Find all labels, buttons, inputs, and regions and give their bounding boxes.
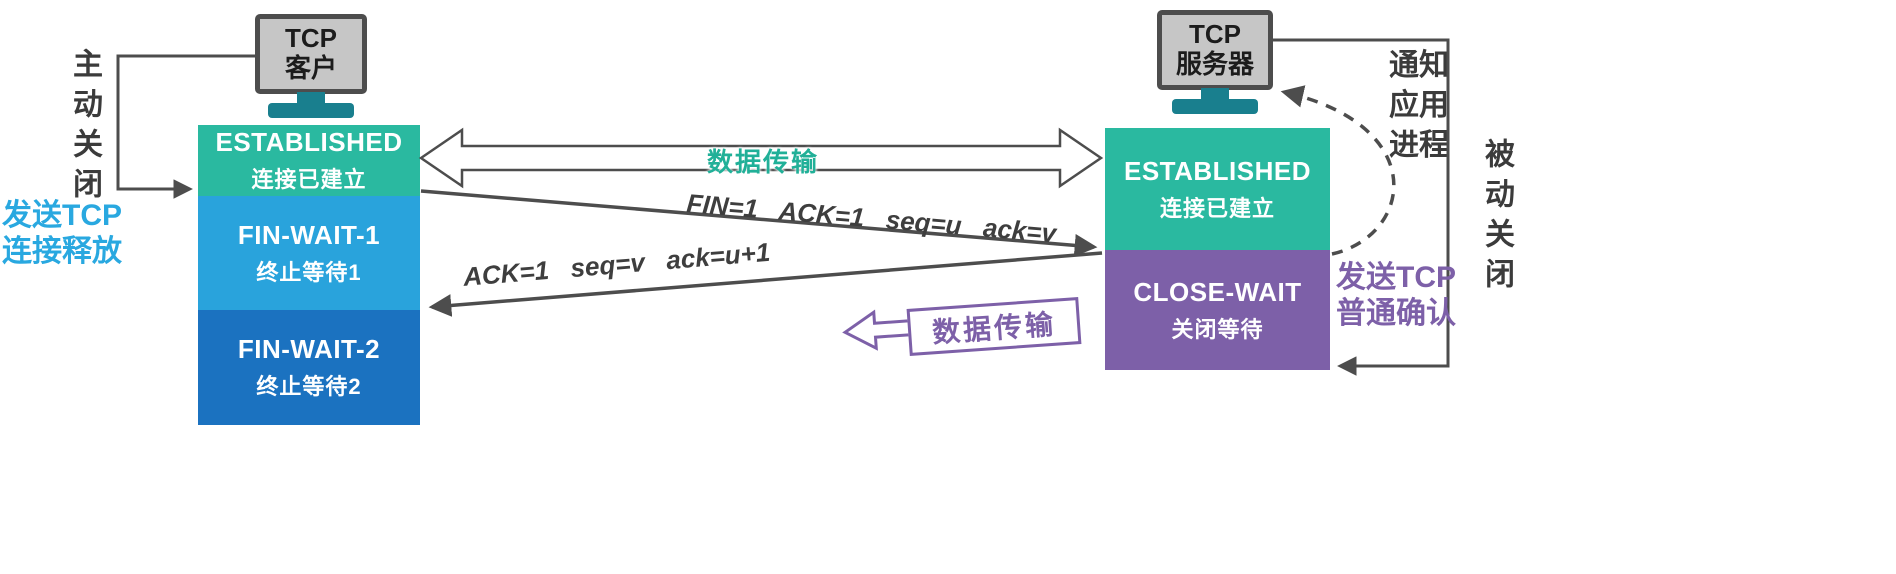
data-transfer-top-label: 数据传输 <box>706 147 819 177</box>
notify-line3: 进程 <box>1389 129 1449 162</box>
tcp-client-computer-icon: TCP 客户 <box>255 14 367 94</box>
server-label-line1: TCP <box>1189 19 1241 50</box>
state-name-en: CLOSE-WAIT <box>1133 276 1302 307</box>
send-ack-line1: 发送TCP <box>1336 261 1456 294</box>
state-name-zh: 连接已建立 <box>251 167 367 192</box>
send-ack-line2: 普通确认 <box>1336 297 1456 330</box>
state-name-en: FIN-WAIT-2 <box>237 334 381 364</box>
notify-line2: 应用 <box>1389 89 1449 122</box>
reverse-data-transfer-label: 数据传输 <box>931 308 1058 348</box>
send-release-line1: 发送TCP <box>2 199 122 232</box>
tcp-server-computer-icon: TCP 服务器 <box>1157 10 1273 90</box>
notify-app-label: 通知 应用 进程 <box>1386 46 1452 166</box>
state-client-fin-wait-2: FIN-WAIT-2 终止等待2 <box>198 310 420 425</box>
server-monitor-stand-icon <box>1201 88 1229 100</box>
send-release-line2: 连接释放 <box>2 235 122 268</box>
active-close-label: 主动关闭 <box>68 48 101 208</box>
state-name-zh: 终止等待1 <box>256 259 362 285</box>
client-label-line1: TCP <box>285 23 337 54</box>
client-monitor-base-icon <box>268 103 354 118</box>
state-name-en: ESTABLISHED <box>1123 155 1312 186</box>
passive-close-label: 被动关闭 <box>1480 138 1513 298</box>
reverse-data-transfer-box: 数据传输 <box>906 297 1082 356</box>
state-name-zh: 连接已建立 <box>1159 195 1275 221</box>
state-server-close-wait: CLOSE-WAIT 关闭等待 <box>1105 250 1330 370</box>
state-server-established: ESTABLISHED 连接已建立 <box>1105 128 1330 250</box>
send-release-label: 发送TCP 连接释放 <box>2 198 122 270</box>
notify-line1: 通知 <box>1389 49 1449 82</box>
client-monitor-stand-icon <box>297 92 325 104</box>
state-name-en: ESTABLISHED <box>215 127 403 157</box>
state-name-zh: 关闭等待 <box>1171 316 1264 342</box>
server-monitor-base-icon <box>1172 99 1258 114</box>
state-client-established: ESTABLISHED 连接已建立 <box>198 125 420 196</box>
state-client-fin-wait-1: FIN-WAIT-1 终止等待1 <box>198 196 420 310</box>
client-label-line2: 客户 <box>284 53 337 83</box>
server-label-line2: 服务器 <box>1175 49 1254 79</box>
state-name-en: FIN-WAIT-1 <box>237 219 381 250</box>
ack-segment-label: ACK=1 seq=v ack=u+1 <box>462 236 772 292</box>
state-name-zh: 终止等待2 <box>256 374 362 399</box>
send-ack-label: 发送TCP 普通确认 <box>1336 260 1456 332</box>
reverse-data-transfer-arrow-icon <box>842 309 915 351</box>
